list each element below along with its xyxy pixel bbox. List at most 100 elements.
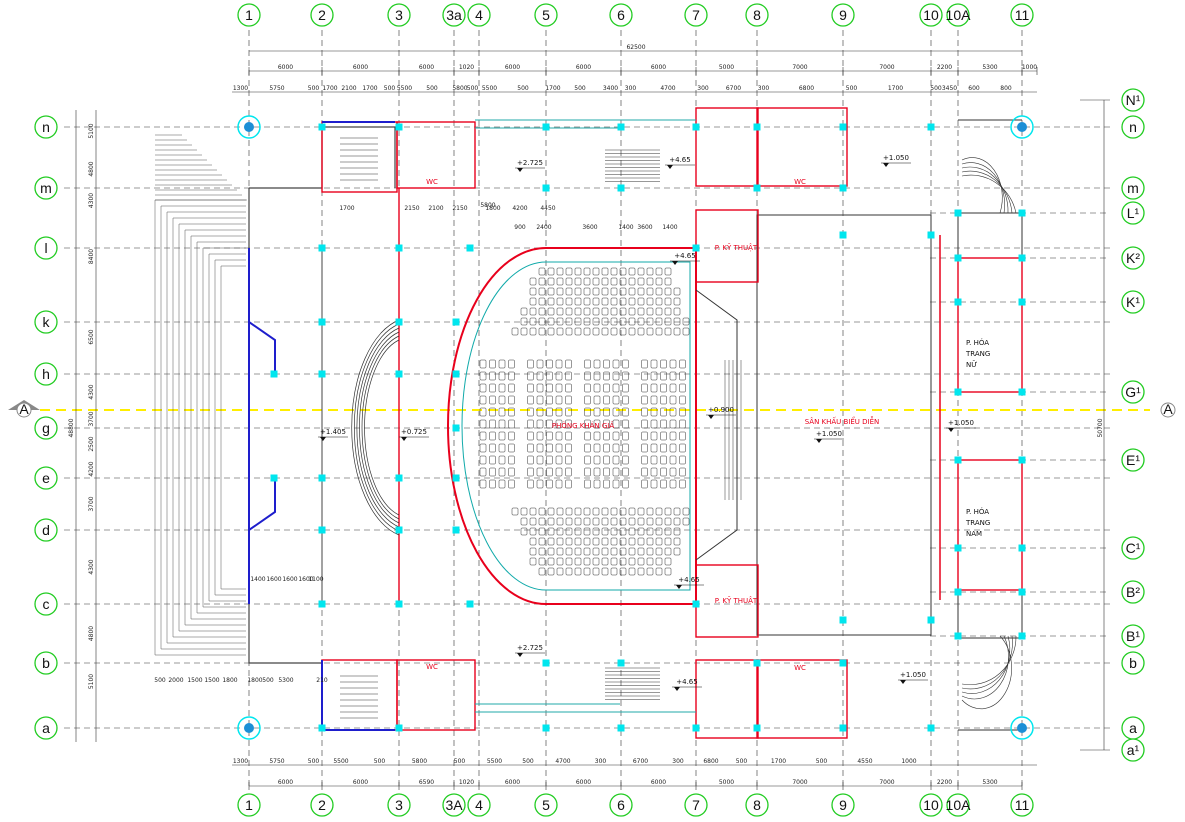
seat [538,567,546,576]
grid-bubble-row-label: d [42,522,50,538]
dim-top2-label: 3400 [603,85,618,92]
dim-bot1-label: 1300 [233,758,248,765]
seat [565,407,572,417]
column [753,659,761,667]
stage-outline [756,214,932,636]
dim-top2-label: 500 [517,85,529,92]
grid-bubble-row-right-label: K¹ [1126,294,1140,310]
seat [673,317,681,326]
column [1018,632,1026,640]
entrance-step [154,199,246,656]
seat [479,467,487,477]
grid-bubble-row [34,115,58,139]
dim-left-label: 4200 [88,461,95,476]
corner-column-ring [237,115,261,139]
grid-bubble-col-label: 10 [923,7,939,23]
seat [511,327,519,336]
level-label: +1.050 [883,154,909,162]
wc-label: WC [794,178,806,186]
seat [547,517,555,526]
seat [637,287,645,296]
grid-bubble-col-label: 7 [692,797,700,813]
dim-left-label: 4800 [88,161,95,176]
corner-column-core [1017,122,1027,132]
seat [538,547,546,556]
seat [679,383,686,393]
seat [520,327,528,336]
seat [641,455,648,465]
right-stair-top [957,212,1023,259]
seat [612,419,620,429]
column [617,123,625,131]
seat [628,557,636,566]
seat [546,371,553,381]
seat [498,395,506,405]
seat [536,359,544,369]
stair-dim-label: 500 [154,677,166,684]
seat [646,297,654,306]
level-triangle [674,687,680,691]
grid-bubble-row-right [1121,624,1145,648]
dim-bot1-label: 4550 [857,758,872,765]
seat [622,419,629,429]
seat [527,419,534,429]
column [927,231,935,239]
seat [646,527,654,536]
seat [669,371,677,381]
column [395,526,403,534]
dim-bot1-label: 6700 [633,758,648,765]
column [839,616,847,624]
seat [508,431,515,441]
seat [556,517,564,526]
dim-bot1-label: 5500 [333,758,348,765]
seat [669,467,677,477]
seat [529,307,537,316]
dim-left-label: 5100 [88,674,95,689]
seat [538,317,546,326]
entrance-step [208,253,246,602]
column [839,123,847,131]
seat [612,359,620,369]
seat [622,443,629,453]
column [452,526,460,534]
dim-bot1-label: 1700 [771,758,786,765]
seat [612,371,620,381]
seat [547,307,555,316]
seat [655,327,663,336]
dim-bot1-label: 300 [672,758,684,765]
seat [628,287,636,296]
seat [592,327,600,336]
level-label: +4.65 [674,252,695,260]
seat [520,307,528,316]
level-label: +4.65 [669,156,690,164]
seat [637,297,645,306]
wc-label: WC [794,664,806,672]
column [318,370,326,378]
seat [641,431,648,441]
misc-dim-label: 1100 [308,576,323,583]
grid-bubble-col-label: 1 [245,7,253,23]
grid-bubble-col [946,3,970,27]
seat [650,479,658,489]
seat [646,287,654,296]
seat [555,479,563,489]
seat [660,443,667,453]
grid-bubble-col-label: 10A [946,7,972,23]
entrance-step [178,223,246,632]
seat [610,527,618,536]
seat [650,371,658,381]
dim-bot2-label: 6000 [505,779,520,786]
seat [520,317,528,326]
grid-bubble-row-right [1121,88,1145,112]
column [839,231,847,239]
grid-bubble-col-label: 4 [475,7,483,23]
seat [646,277,654,286]
dim-top1-label: 6000 [651,64,666,71]
seat [556,567,564,576]
seat [673,307,681,316]
seat [556,547,564,556]
seat [565,287,573,296]
level-triangle [948,428,954,432]
seat [583,267,591,276]
